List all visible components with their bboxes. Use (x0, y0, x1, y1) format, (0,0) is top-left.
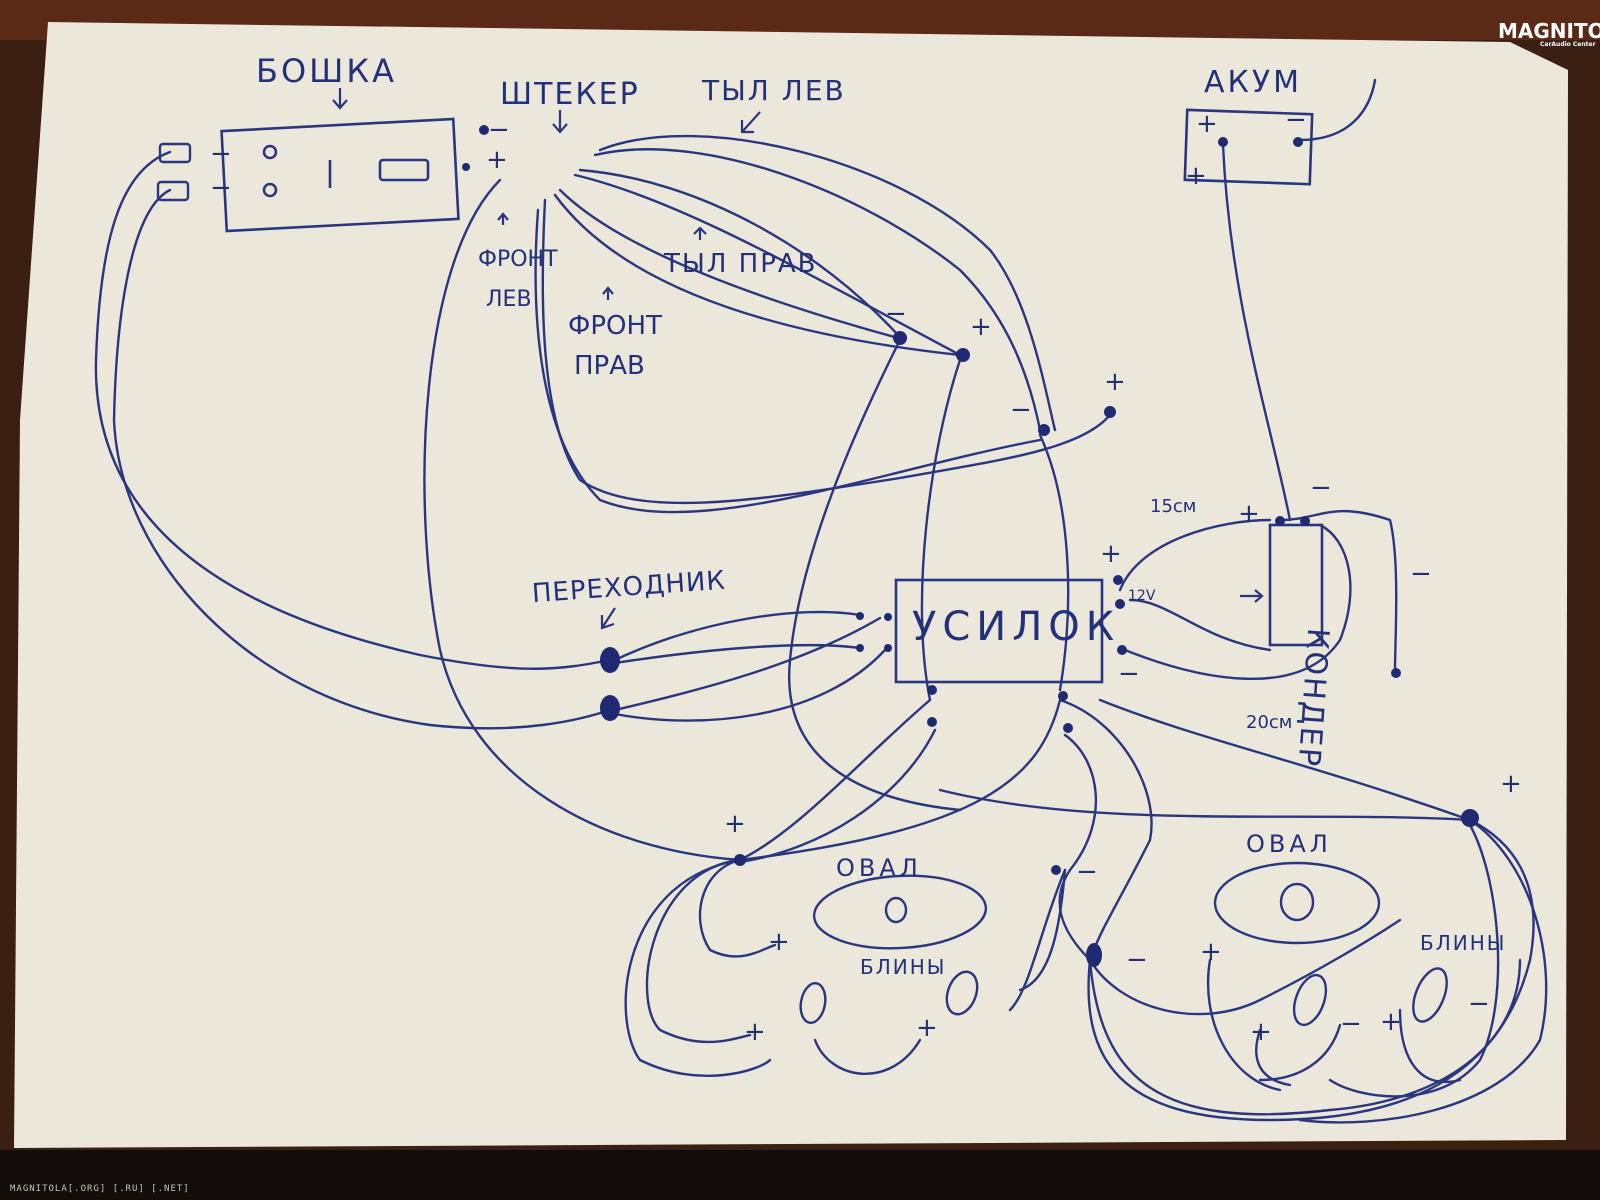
svg-text:+: + (1196, 109, 1218, 139)
label-front-left-line1: ФРОНТ (478, 247, 558, 272)
svg-text:+: + (1100, 539, 1122, 569)
svg-text:+: + (1185, 161, 1207, 191)
svg-text:+: + (916, 1013, 938, 1043)
arrows (332, 88, 1264, 630)
pancake-speaker-right-2 (1412, 967, 1448, 1023)
capacitor (1268, 523, 1324, 647)
svg-text:−: − (1118, 659, 1140, 689)
svg-text:+: + (744, 1017, 766, 1047)
svg-text:−: − (1010, 395, 1032, 425)
label-pancakes-right: БЛИНЫ (1420, 931, 1506, 955)
svg-text:−: − (488, 115, 510, 145)
paper-sheet (14, 22, 1568, 1148)
svg-text:−: − (1410, 559, 1432, 589)
head-unit (220, 117, 460, 233)
footer-watermark: MAGNITOLA[.ORG] [.RU] [.NET] (10, 1184, 190, 1194)
svg-text:+: + (970, 312, 992, 342)
label-battery: АКУМ (1204, 65, 1302, 100)
svg-text:+: + (1238, 499, 1260, 529)
svg-text:−: − (210, 139, 232, 169)
battery (1183, 108, 1314, 186)
oval-speaker-right (1213, 861, 1381, 945)
svg-text:+: + (1250, 1017, 1272, 1047)
label-front-right-line2: ПРАВ (574, 351, 645, 381)
label-rear-right: ТЫЛ ПРАВ (663, 249, 818, 279)
svg-text:−: − (1285, 105, 1307, 135)
label-oval-left: ОВАЛ (836, 854, 922, 882)
speakers-right (1213, 861, 1448, 1027)
svg-text:+: + (486, 145, 508, 175)
svg-text:−: − (1340, 1009, 1362, 1039)
label-12v: 12V (1128, 588, 1156, 604)
pancake-speaker-left-2 (945, 970, 979, 1016)
label-oval-right: ОВАЛ (1246, 830, 1332, 858)
svg-text:−: − (1076, 857, 1098, 887)
label-head-unit: БОШКА (256, 52, 397, 90)
watermark-logo: MAGNITOLA CarAudio Center (1498, 19, 1600, 48)
label-front-left-line2: ЛЕВ (486, 287, 532, 312)
svg-text:−: − (1468, 989, 1490, 1019)
svg-text:−: − (1310, 473, 1332, 503)
svg-text:+: + (1380, 1007, 1402, 1037)
svg-text:−: − (1126, 945, 1148, 975)
label-front-right-line1: ФРОНТ (568, 311, 662, 341)
pancake-speaker-left-1 (799, 981, 827, 1025)
svg-text:+: + (724, 809, 746, 839)
label-wire-15cm: 15см (1150, 496, 1196, 517)
svg-text:+: + (1200, 937, 1222, 967)
label-amplifier: УСИЛОК (912, 604, 1120, 650)
svg-text:+: + (768, 927, 790, 957)
rca-connectors (156, 142, 192, 202)
pancake-speaker-right-1 (1292, 973, 1328, 1027)
svg-text:+: + (1104, 367, 1126, 397)
svg-text:MAGNITOLA: MAGNITOLA (1498, 19, 1600, 43)
svg-text:CarAudio Center: CarAudio Center (1540, 41, 1596, 48)
svg-text:+: + (1500, 769, 1522, 799)
label-plug: ШТЕКЕР (500, 77, 640, 112)
connection-dots (462, 125, 1479, 967)
label-rear-left: ТЫЛ ЛЕВ (701, 74, 846, 107)
svg-text:−: − (885, 299, 907, 329)
polarity-marks: −+ −− +− + −+ −+ +− +− − +− + ++ +− ++ −… (210, 105, 1522, 1047)
label-pancakes-left: БЛИНЫ (860, 955, 946, 979)
speakers-left (799, 874, 988, 1025)
amplifier (894, 578, 1104, 684)
svg-text:−: − (210, 173, 232, 203)
oval-speaker-left (812, 874, 988, 950)
wires (94, 78, 1548, 1124)
label-wire-20cm: 20см (1246, 712, 1292, 733)
